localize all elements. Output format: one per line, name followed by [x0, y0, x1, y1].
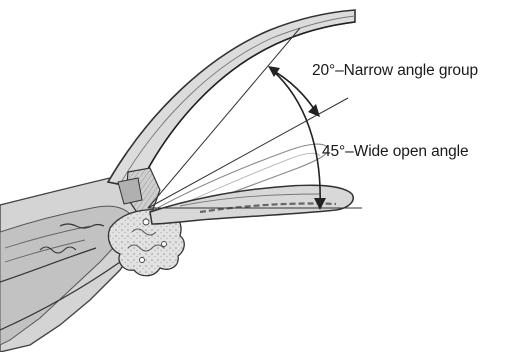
- narrow-angle-label: 20°–Narrow angle group: [312, 62, 478, 80]
- ciliary-vessel-1: [143, 219, 149, 225]
- wide-angle-label: 45°–Wide open angle: [322, 143, 469, 161]
- narrow-arc-arrowhead-bottom: [308, 104, 320, 117]
- ciliary-vessel-2: [162, 242, 167, 247]
- iris-wide-position: [150, 185, 353, 224]
- ciliary-vessel-3: [140, 258, 145, 263]
